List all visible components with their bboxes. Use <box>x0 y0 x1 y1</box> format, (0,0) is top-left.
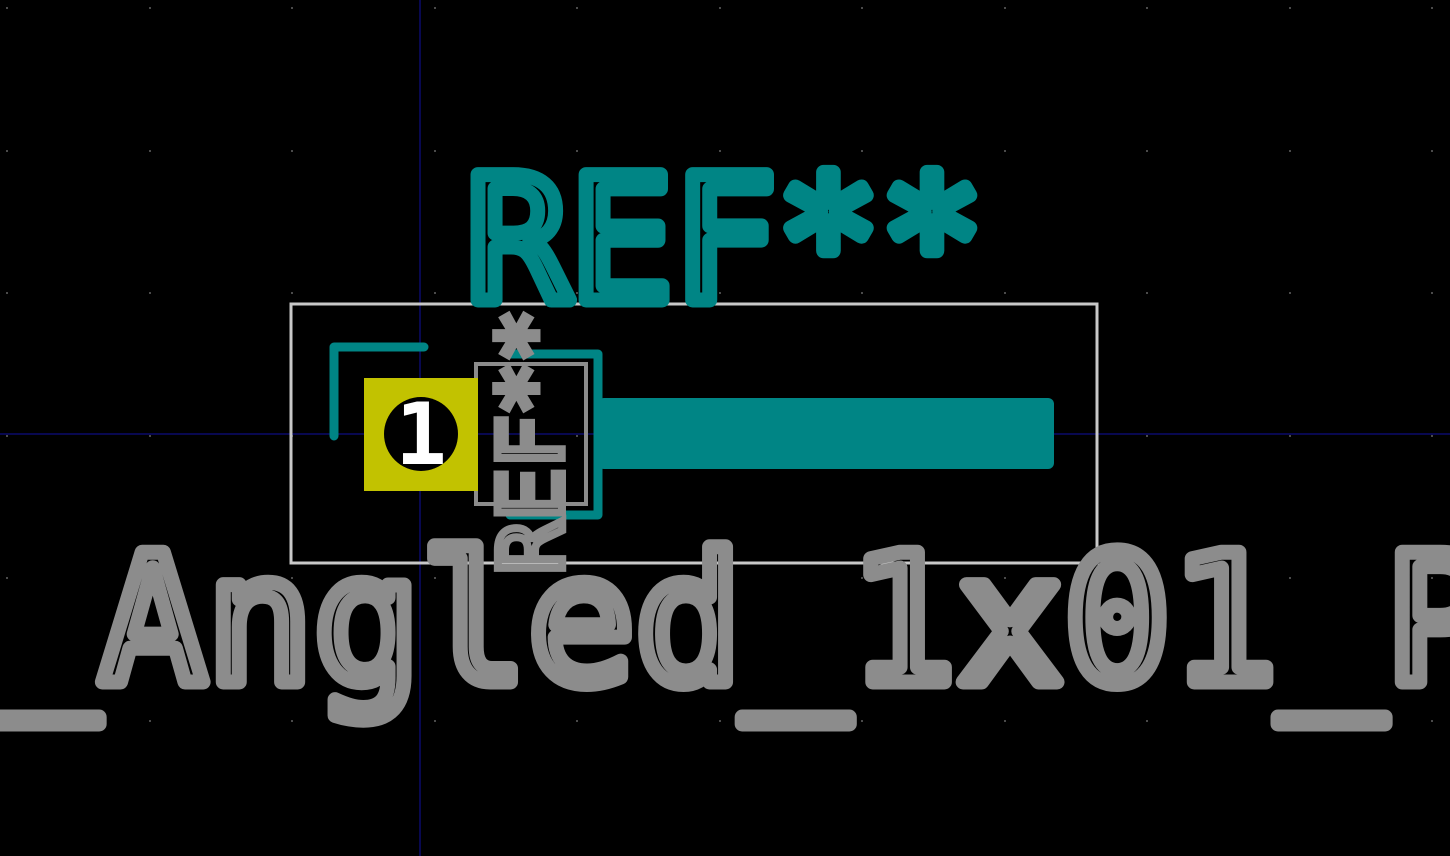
grid-dot <box>291 577 293 579</box>
grid-dot <box>291 720 293 722</box>
grid-dot <box>434 720 436 722</box>
grid-dot <box>149 150 151 152</box>
fab-reference-text[interactable]: REF** <box>476 305 587 578</box>
grid-dot <box>1289 720 1291 722</box>
grid-dot <box>6 577 8 579</box>
grid-dot <box>576 720 578 722</box>
grid-dot <box>6 720 8 722</box>
pad-1[interactable]: 1 <box>364 378 478 491</box>
grid-dot <box>576 7 578 9</box>
grid-dot <box>149 7 151 9</box>
grid-dot <box>1146 577 1148 579</box>
grid-dot <box>149 720 151 722</box>
grid-dot <box>861 577 863 579</box>
silkscreen-pin1-marker[interactable] <box>329 342 429 441</box>
grid-dot <box>576 577 578 579</box>
grid-dot <box>1146 292 1148 294</box>
grid-dot <box>719 292 721 294</box>
grid-dot <box>1431 292 1433 294</box>
grid-dot <box>1431 577 1433 579</box>
grid-dot <box>1004 720 1006 722</box>
grid-dot <box>1289 577 1291 579</box>
grid-dot <box>861 720 863 722</box>
grid-dot <box>719 150 721 152</box>
pad-number: 1 <box>395 385 447 485</box>
grid-dot <box>719 577 721 579</box>
grid-dot <box>6 150 8 152</box>
grid-dot <box>861 150 863 152</box>
grid-dot <box>1431 720 1433 722</box>
grid-dot <box>6 292 8 294</box>
grid-dot <box>1146 7 1148 9</box>
grid-dot <box>434 577 436 579</box>
footprint-value-text[interactable]: _Angled_1x01_Pit <box>0 510 1450 732</box>
grid-dot <box>434 292 436 294</box>
grid-dot <box>1289 435 1291 437</box>
grid-dot <box>434 150 436 152</box>
grid-dot <box>1431 150 1433 152</box>
grid-dot <box>291 7 293 9</box>
grid-dot <box>576 435 578 437</box>
grid-dot <box>861 292 863 294</box>
grid-dot <box>291 150 293 152</box>
grid-dot <box>1431 435 1433 437</box>
pad-drill-hole <box>384 397 458 471</box>
grid-dot <box>1004 7 1006 9</box>
grid-dot <box>149 292 151 294</box>
grid-dot <box>719 720 721 722</box>
grid-dot <box>1146 435 1148 437</box>
grid-dot <box>6 435 8 437</box>
grid-dot <box>1004 292 1006 294</box>
silkscreen-angled-pin[interactable] <box>598 398 1054 469</box>
grid-dot <box>719 7 721 9</box>
grid-dot <box>1146 150 1148 152</box>
grid-dot <box>861 7 863 9</box>
grid-dot <box>434 7 436 9</box>
grid-dot <box>1431 7 1433 9</box>
silkscreen-reference-text[interactable]: REF** <box>459 133 992 349</box>
grid-dot <box>576 150 578 152</box>
grid-dot <box>291 292 293 294</box>
grid-dot <box>1004 577 1006 579</box>
grid-dot <box>149 577 151 579</box>
grid-dot <box>576 292 578 294</box>
grid-dot <box>149 435 151 437</box>
courtyard-outline[interactable] <box>289 302 1099 565</box>
grid-dot <box>6 7 8 9</box>
grid-dot <box>1146 720 1148 722</box>
grid-dot <box>1289 292 1291 294</box>
grid-dot <box>1289 7 1291 9</box>
grid-dot <box>1004 150 1006 152</box>
grid-dot <box>1289 150 1291 152</box>
